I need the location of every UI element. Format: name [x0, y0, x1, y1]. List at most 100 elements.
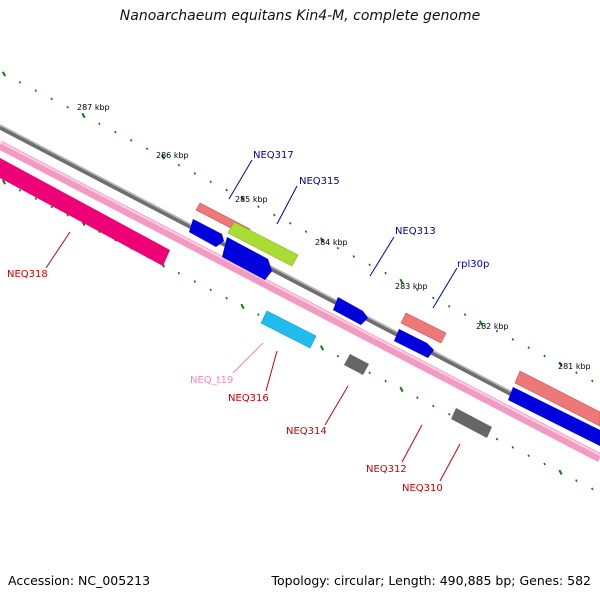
ruler-dot: [478, 320, 484, 326]
ruler-tick-label: 286 kbp: [156, 151, 189, 160]
ruler-tick-label: 282 kbp: [476, 322, 509, 331]
ruler-dot: [368, 371, 371, 375]
ruler-dot: [527, 454, 530, 458]
ruler-dot: [1, 71, 7, 77]
backbone-line: [0, 124, 600, 443]
ruler-dot: [432, 404, 435, 408]
ruler-dot: [416, 396, 419, 400]
gene-neq315-arrow[interactable]: [222, 237, 272, 280]
ruler-dot: [399, 386, 404, 393]
leader-lines: [45, 159, 461, 482]
gene-label-neq314[interactable]: NEQ314: [286, 426, 327, 437]
ruler-dot: [288, 221, 292, 225]
gene-label-neq318[interactable]: NEQ318: [7, 269, 48, 280]
ruler-dot: [257, 205, 260, 209]
ruler-dot: [145, 147, 149, 151]
gene-neq315-bar[interactable]: [227, 221, 299, 267]
gene-label-neq312[interactable]: NEQ312: [366, 464, 407, 475]
accession-text: Accession: NC_005213: [8, 573, 151, 588]
ruler-dot: [225, 188, 228, 192]
ruler-dot: [160, 154, 166, 160]
ruler-dot: [511, 446, 515, 449]
ruler-dot: [114, 130, 117, 134]
ruler-dot: [177, 163, 181, 167]
ruler-dot: [50, 205, 53, 209]
gene-label-neq310[interactable]: NEQ310: [402, 483, 443, 494]
ruler-dot: [368, 263, 371, 267]
gene-label-neq317[interactable]: NEQ317: [253, 150, 294, 161]
ruler-dot: [399, 278, 404, 285]
ruler-tick-label: 281 kbp: [558, 362, 591, 371]
leader-neq314: [324, 385, 349, 426]
ruler-dot: [209, 180, 212, 184]
gene-labels: NEQ317 NEQ315 NEQ313 rpl30p NEQ318 NEQ_t…: [7, 150, 489, 494]
gene-label-neq-t19[interactable]: NEQ_t19: [190, 375, 233, 386]
ruler-dot: [543, 462, 546, 466]
gene-label-neq315[interactable]: NEQ315: [299, 176, 340, 187]
ruler-dot: [447, 412, 451, 416]
ruler-dot: [193, 172, 197, 175]
ruler-dot: [34, 197, 38, 200]
ruler-dot: [558, 469, 563, 475]
reverse-features: [0, 158, 492, 438]
ruler-dot: [319, 345, 325, 351]
leader-neq312: [401, 424, 423, 463]
gene-neq313-arrow[interactable]: [333, 297, 368, 325]
ruler-tick-label: 287 kbp: [77, 103, 110, 112]
ruler-dot: [319, 237, 325, 243]
ruler-dot: [432, 296, 435, 300]
gene-rpl30p-arrow[interactable]: [394, 329, 434, 358]
ruler-dot: [66, 105, 69, 109]
ruler-dot: [384, 379, 387, 383]
gene-neq314-bar[interactable]: [344, 354, 369, 375]
ruler-dot: [34, 89, 38, 92]
ruler-dot: [495, 437, 499, 441]
reverse-strand-track: [0, 141, 600, 462]
ruler-dot: [177, 271, 181, 275]
ruler-tick-label: 285 kbp: [235, 195, 268, 204]
ruler-dot: [129, 139, 133, 142]
ruler-dot: [447, 304, 451, 308]
gene-neq318-bar[interactable]: [0, 158, 170, 266]
gene-label-neq316[interactable]: NEQ316: [228, 393, 269, 404]
ruler-dot: [18, 80, 22, 84]
ruler-dot: [193, 280, 197, 283]
gene-right-pink-bar[interactable]: [514, 370, 600, 427]
ruler-dot: [1, 179, 7, 185]
gene-label-neq313[interactable]: NEQ313: [395, 226, 436, 237]
leader-neq316: [265, 350, 278, 392]
topology-text: Topology: circular; Length: 490,885 bp; …: [271, 573, 592, 588]
ruler-dot: [543, 354, 546, 358]
ruler-dot: [209, 288, 212, 292]
leader-neq315: [276, 185, 298, 225]
ruler-dot: [575, 371, 578, 374]
ruler-labels: 287 kbp 286 kbp 285 kbp 284 kbp 283 kbp …: [77, 103, 591, 371]
ruler-dot: [558, 361, 563, 367]
ruler-dot: [273, 213, 276, 217]
leader-neq313: [369, 236, 395, 277]
ruler-dot: [511, 338, 515, 341]
ruler-dot: [225, 296, 228, 300]
gene-rpl30p-bar[interactable]: [400, 312, 447, 344]
leader-neq317: [228, 159, 253, 200]
leader-neq-t19: [232, 342, 264, 374]
ruler-dot: [81, 112, 86, 119]
forward-features: [189, 202, 600, 446]
gene-neq310-bar[interactable]: [451, 408, 492, 438]
ruler-dot: [98, 122, 101, 126]
ruler-dot: [495, 329, 499, 333]
gene-right-blue-bar[interactable]: [508, 387, 600, 446]
gene-small-blue-arrow[interactable]: [189, 219, 224, 247]
ruler-dot: [591, 487, 594, 491]
ruler-dot: [336, 354, 340, 358]
reverse-strand-track-highlight: [0, 141, 600, 456]
ruler-dot: [591, 379, 594, 383]
ruler-tick-label: 284 kbp: [315, 238, 348, 247]
gene-neq-t19-bar[interactable]: [260, 310, 317, 349]
ruler-tick-label: 283 kbp: [395, 282, 428, 291]
gene-label-rpl30p[interactable]: rpl30p: [457, 259, 489, 270]
ruler-dot: [416, 288, 419, 292]
ruler-dot: [575, 479, 578, 482]
ruler-dot: [66, 213, 69, 217]
